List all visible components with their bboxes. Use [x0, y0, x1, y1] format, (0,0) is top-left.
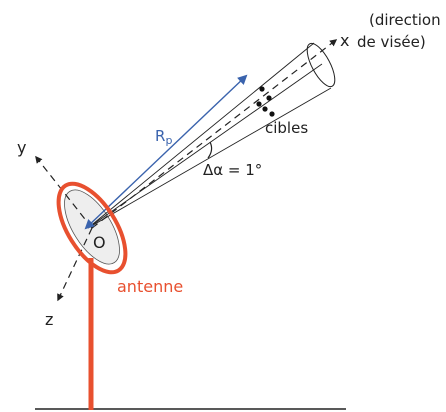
beam-width-label: Δα = 1° [203, 161, 262, 179]
y-axis-label: y [17, 138, 26, 157]
target-dot [256, 101, 262, 107]
beam-aperture [306, 42, 336, 88]
antenna-label: antenne [117, 277, 183, 296]
target-dot [262, 106, 268, 112]
x-axis-label: x [340, 31, 349, 50]
z-axis [57, 227, 93, 302]
target-dot [259, 86, 265, 92]
y-axis [35, 155, 93, 229]
targets [256, 86, 275, 117]
direction-label-line1: (direction [369, 11, 441, 29]
beam-width-arc [207, 141, 213, 159]
target-dot [269, 111, 275, 117]
range-arrow [84, 74, 248, 230]
target-dot [266, 95, 272, 101]
range-label-subscript: p [165, 134, 172, 147]
range-label: Rp [155, 127, 172, 147]
range-label-main: R [155, 127, 165, 145]
direction-label-line2: de visée) [357, 33, 426, 51]
origin-label: O [93, 233, 106, 252]
z-axis-label: z [45, 310, 53, 329]
antenna-ring [56, 181, 128, 275]
beam-edge-lower [87, 87, 332, 229]
targets-label: cibles [265, 119, 308, 137]
